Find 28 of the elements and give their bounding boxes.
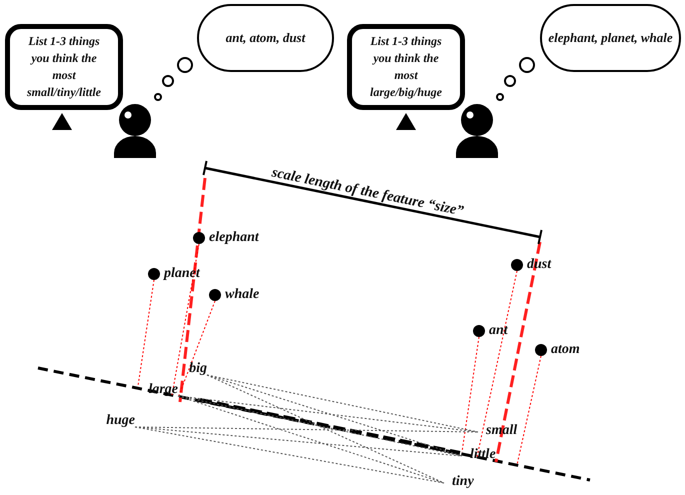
- projection-line: [138, 280, 154, 386]
- projection-line: [172, 244, 200, 396]
- point-label: planet: [164, 266, 200, 281]
- monitor-screen: List 1-3 things you think the most large/big/huge: [347, 24, 465, 110]
- word-label: little: [462, 447, 504, 463]
- connector-line: [206, 374, 462, 456]
- connector-line: [178, 396, 444, 484]
- projection-line: [516, 356, 542, 466]
- thought-bubble: ant, atom, dust: [197, 4, 334, 72]
- connector-line: [206, 374, 444, 484]
- point-label: whale: [225, 287, 260, 302]
- connector-line: [134, 426, 462, 456]
- person-silhouette: [455, 103, 501, 158]
- word-label: big: [181, 361, 207, 377]
- projection-line: [178, 300, 216, 398]
- projection-line: [476, 270, 518, 458]
- word-label: tiny: [444, 474, 478, 490]
- dimension-label: scale length of the feature “size”: [270, 164, 465, 220]
- monitor-screen: List 1-3 things you think the most small/tiny/little: [5, 24, 123, 110]
- point-label: elephant: [209, 230, 259, 245]
- projection-line: [462, 336, 480, 452]
- connector-line: [134, 426, 444, 484]
- point-label: ant: [489, 323, 508, 338]
- person-silhouette: [113, 103, 159, 158]
- point-label: atom: [551, 342, 580, 357]
- connector-line: [178, 396, 478, 432]
- thought-bubble: elephant, planet, whale: [540, 4, 681, 72]
- word-label: huge: [99, 413, 135, 429]
